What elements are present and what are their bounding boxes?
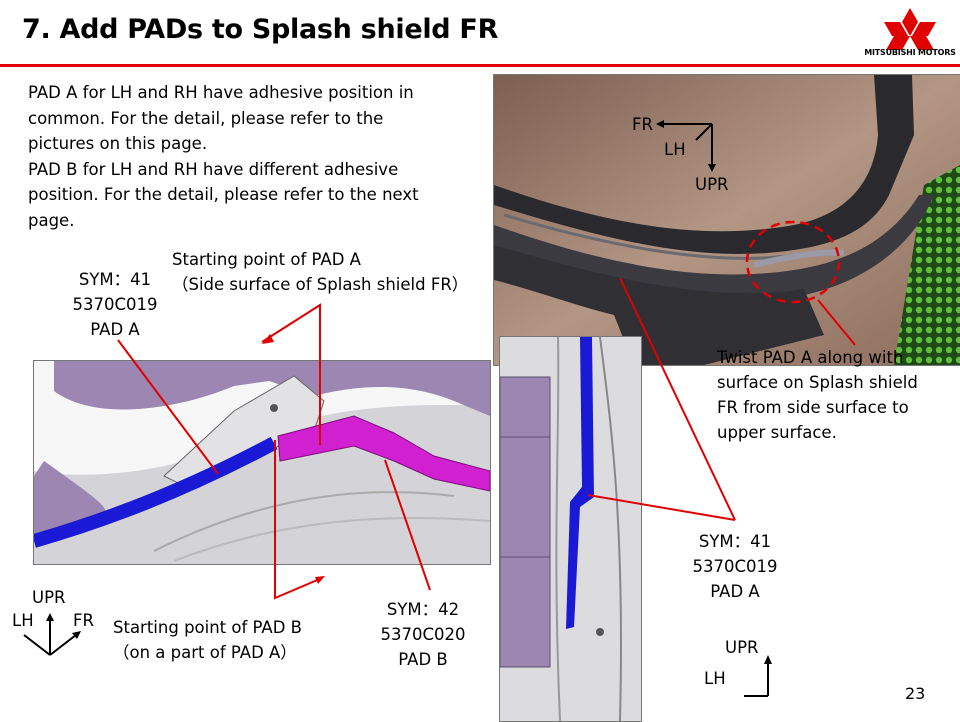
pad-a-sym: SYM：41 — [78, 270, 152, 289]
right-axis-arrows-icon — [744, 655, 772, 697]
pad-a-side-view — [499, 336, 642, 722]
photo-axis-fr: FR — [632, 115, 653, 134]
pad-a-cad-view — [33, 360, 491, 565]
right-pad-a-sym: SYM：41 — [698, 532, 772, 551]
pad-b-start-line2: （on a part of PAD A） — [113, 643, 297, 662]
intro-line: position. For the detail, please refer t… — [28, 185, 419, 204]
photo-drawing — [494, 75, 960, 365]
intro-line: PAD A for LH and RH have adhesive positi… — [28, 83, 414, 102]
pad-b-name: PAD B — [398, 650, 448, 669]
right-pad-a-name: PAD A — [710, 582, 760, 601]
intro-text: PAD A for LH and RH have adhesive positi… — [28, 80, 419, 233]
pad-a-sym-label: SYM：41 5370C019 PAD A — [55, 267, 175, 342]
photo-axis-upr: UPR — [695, 175, 729, 194]
pad-a-start-label: Starting point of PAD A （Side surface of… — [172, 247, 468, 297]
pad-b-part-number: 5370C020 — [380, 625, 466, 644]
pad-b-sym-label: SYM：42 5370C020 PAD B — [363, 597, 483, 672]
pad-b-sym: SYM：42 — [386, 600, 460, 619]
logo-wordmark: MITSUBISHI MOTORS — [864, 48, 956, 57]
splash-shield-photo — [493, 74, 960, 366]
title-underline — [0, 64, 960, 67]
left-axis-lh: LH — [12, 611, 34, 630]
intro-line: page. — [28, 210, 75, 230]
right-pad-a-part-number: 5370C019 — [692, 557, 778, 576]
right-axis-lh: LH — [704, 669, 726, 688]
photo-axis-lh: LH — [664, 140, 686, 159]
intro-line: pictures on this page. — [28, 134, 208, 153]
pad-a-part-number: 5370C019 — [72, 295, 158, 314]
page-number: 23 — [905, 684, 926, 703]
pad-a-start-line2: （Side surface of Splash shield FR） — [172, 275, 469, 294]
intro-line: common. For the detail, please refer to … — [28, 108, 384, 128]
side-drawing — [500, 337, 641, 721]
twist-note-line: surface on Splash shield — [717, 373, 918, 392]
left-axis-arrows-icon — [23, 613, 81, 656]
left-axis-fr: FR — [73, 611, 94, 630]
pad-a-name: PAD A — [90, 320, 140, 339]
twist-note: Twist PAD A along with surface on Splash… — [717, 345, 918, 445]
page-title: 7. Add PADs to Splash shield FR — [22, 14, 499, 45]
right-pad-a-sym-label: SYM：41 5370C019 PAD A — [675, 529, 795, 604]
cad-drawing — [34, 361, 490, 564]
twist-note-line: Twist PAD A along with — [717, 348, 904, 367]
highlight-circle — [745, 220, 841, 304]
intro-line: PAD B for LH and RH have different adhes… — [28, 159, 399, 179]
twist-note-line: upper surface. — [717, 423, 837, 442]
mitsubishi-logo-icon — [884, 8, 936, 50]
twist-note-line: FR from side surface to — [717, 398, 909, 417]
photo-axis-arrows-icon — [656, 120, 716, 172]
pad-b-start-label: Starting point of PAD B （on a part of PA… — [113, 615, 302, 665]
pad-a-start-line1: Starting point of PAD A — [172, 250, 361, 269]
right-axis-upr: UPR — [725, 638, 759, 657]
pad-b-start-line1: Starting point of PAD B — [113, 618, 302, 637]
left-axis-upr: UPR — [32, 588, 66, 607]
